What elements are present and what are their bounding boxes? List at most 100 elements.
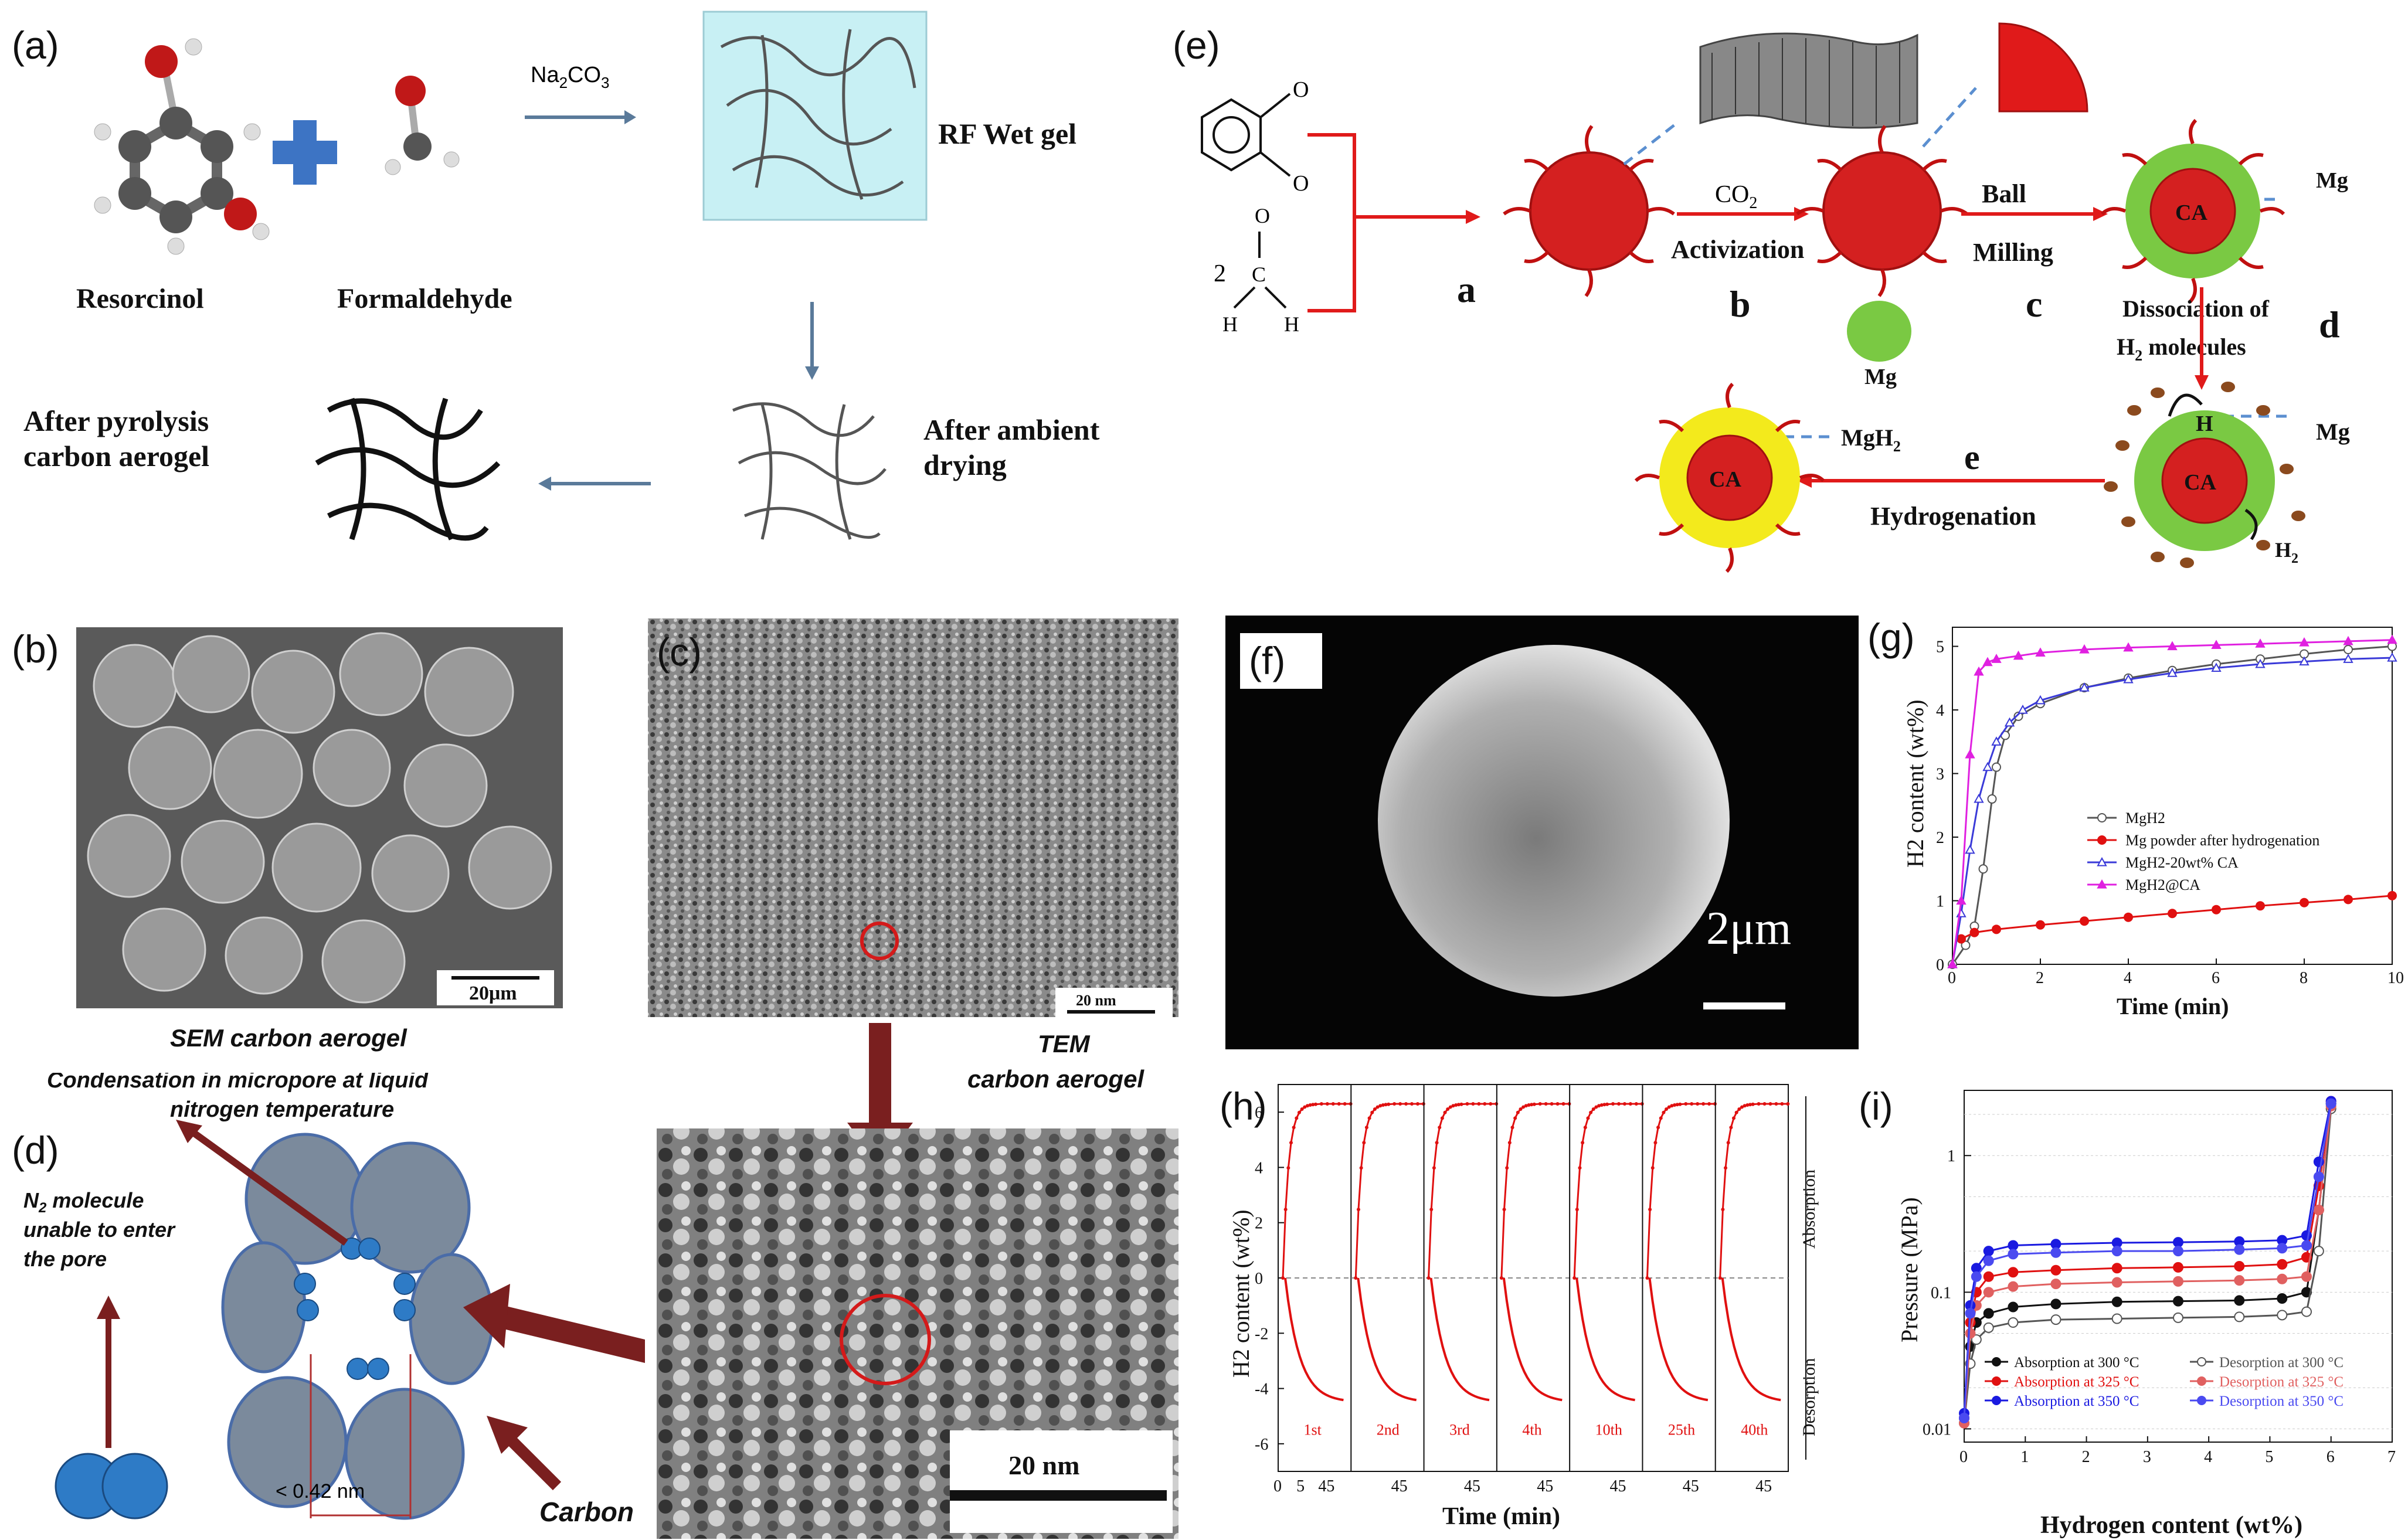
- h-absorption-point: [1743, 1104, 1747, 1108]
- step-a-label: a: [1457, 268, 1476, 310]
- h-absorption-point: [1684, 1102, 1688, 1106]
- i-point: [1959, 1412, 1969, 1423]
- h-y-tick-label: 6: [1255, 1104, 1263, 1122]
- pore-structure: [221, 1133, 494, 1520]
- g-x-tick-label: 2: [2036, 969, 2044, 987]
- step-e-label: e: [1964, 438, 1980, 477]
- h-cycle-label: 1st: [1304, 1421, 1322, 1438]
- i-point: [2173, 1246, 2183, 1257]
- h-absorption-point: [1477, 1102, 1481, 1106]
- h-cycle-label: 3rd: [1449, 1421, 1470, 1438]
- condensation-label-1: Condensation in micropore at liquid: [47, 1073, 429, 1093]
- h-absorption-point: [1319, 1102, 1323, 1106]
- catechol-structure-icon: [1201, 93, 1291, 177]
- g-series-line: [1951, 657, 2393, 965]
- g-y-tick-label: 0: [1936, 956, 1944, 974]
- h-absorption-point: [1343, 1102, 1347, 1106]
- i-legend-label: Desorption at 325 °C: [2219, 1374, 2344, 1390]
- h-absorption-point: [1622, 1102, 1626, 1106]
- i-point: [2301, 1271, 2312, 1282]
- i-point: [2050, 1247, 2061, 1258]
- pore-size-label: < 0.42 nm: [276, 1480, 365, 1502]
- h-absorption-point: [1701, 1102, 1706, 1106]
- h-absorption-point: [1471, 1102, 1475, 1106]
- h-absorption-point: [1521, 1105, 1526, 1109]
- g-point: [2079, 644, 2090, 654]
- g-point: [1957, 934, 1966, 944]
- g-x-tick-label: 0: [1948, 969, 1956, 987]
- step-d-label: d: [2319, 304, 2340, 345]
- i-y-axis-label: Pressure (MPa): [1896, 1197, 1923, 1342]
- i-point: [1983, 1271, 1994, 1282]
- h-absorption-point: [1690, 1102, 1694, 1106]
- g-point: [2036, 920, 2045, 930]
- h-x-tick-label: 45: [1537, 1477, 1553, 1495]
- h-cycle-label: 40th: [1741, 1421, 1768, 1438]
- g-point: [1991, 736, 2002, 746]
- h-absorption-point: [1780, 1102, 1784, 1106]
- formaldehyde-label: Formaldehyde: [337, 283, 512, 314]
- i-x-tick-label: 7: [2387, 1448, 2396, 1466]
- chart-h: (h) -6-4-202461st452nd453rd454th4510th45…: [1220, 1084, 1819, 1530]
- h-absorption-point: [1446, 1107, 1450, 1111]
- tem-zoom-circle: [860, 922, 899, 960]
- i-series-line: [1963, 1103, 2332, 1419]
- tem-scale-bar-bottom: [950, 1490, 1167, 1501]
- h-absorption-point: [1435, 1141, 1439, 1145]
- i-x-tick-label: 5: [2265, 1448, 2273, 1466]
- mg-label-2: Mg: [2316, 168, 2348, 193]
- panel-a: (a) Resorcinol Formaldehyde Na2CO3: [12, 11, 1100, 541]
- carbon-label: Carbon: [539, 1497, 634, 1527]
- tem-zoom-circle-large: [840, 1294, 931, 1385]
- hydrogenating-sphere-icon: [2104, 382, 2305, 568]
- h-y-axis-label: H2 content (wt%): [1228, 1209, 1254, 1378]
- h-absorption-point: [1448, 1105, 1452, 1109]
- i-point: [2050, 1314, 2061, 1325]
- h-x-tick-label: 45: [1610, 1477, 1626, 1495]
- h-absorption-point: [1295, 1116, 1299, 1120]
- h-absorption-point: [1297, 1110, 1301, 1114]
- i-y-tick-label: 0.01: [1923, 1420, 1951, 1439]
- g-point: [2211, 640, 2222, 649]
- h-absorption-point: [1359, 1166, 1363, 1170]
- pyrolysis-label-1: After pyrolysis: [23, 404, 209, 437]
- h-absorption-point: [1364, 1126, 1368, 1130]
- wet-gel-network: [720, 29, 916, 200]
- h-absorption-point: [1650, 1166, 1655, 1170]
- h-x-tick-label: 45: [1683, 1477, 1699, 1495]
- g-point: [2168, 909, 2177, 919]
- g-series-line: [1961, 895, 2393, 940]
- mgh2-ca-sphere: [1378, 645, 1730, 997]
- g-point: [2124, 912, 2133, 922]
- sem-particles: [87, 632, 552, 1004]
- g-y-tick-label: 3: [1936, 766, 1944, 784]
- panel-b: 20μm (b) SEM carbon aerogel: [12, 627, 563, 1052]
- panel-label-c: (c): [657, 630, 702, 674]
- h-x-tick-label: 45: [1318, 1477, 1334, 1495]
- h-desorption-curve: [1648, 1277, 1709, 1402]
- i-y-tick-label: 1: [1947, 1147, 1955, 1165]
- h-absorption-point: [1583, 1126, 1587, 1130]
- h-absorption-point: [1516, 1110, 1520, 1114]
- h-absorption-point: [1745, 1103, 1750, 1107]
- h-y-tick-label: -6: [1255, 1436, 1268, 1454]
- dashed-arrow-icon: [1623, 87, 2287, 438]
- pore-size-marker: [310, 1354, 412, 1518]
- h-absorption-point: [1354, 1276, 1358, 1280]
- h-absorption-point: [1550, 1102, 1554, 1106]
- h-x-axis-label: Time (min): [1442, 1503, 1560, 1530]
- i-point: [2234, 1244, 2245, 1255]
- h-absorption-point: [1292, 1126, 1296, 1130]
- tem-scale-bar-top: [1067, 1010, 1155, 1014]
- h-absorption-point: [1634, 1102, 1638, 1106]
- g-series-line: [1951, 639, 2393, 965]
- i-point: [2173, 1237, 2183, 1248]
- i-point: [2111, 1263, 2122, 1274]
- i-point: [2234, 1275, 2245, 1286]
- h-absorption-point: [1732, 1116, 1736, 1120]
- i-point: [2173, 1276, 2183, 1287]
- h-absorption-point: [1662, 1110, 1666, 1114]
- catalyst-label: Na2CO3: [531, 63, 610, 91]
- h-absorption-point: [1393, 1102, 1397, 1106]
- g-point: [2255, 658, 2266, 668]
